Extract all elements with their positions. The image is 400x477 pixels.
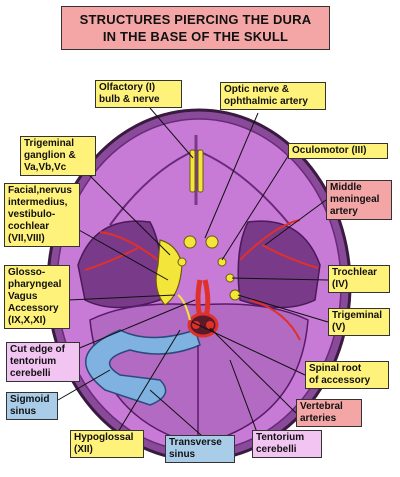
label-sigmoid-sinus: Sigmoid sinus bbox=[6, 392, 58, 420]
oculomotor-right bbox=[217, 257, 227, 267]
label-trochlear: Trochlear (IV) bbox=[328, 265, 390, 293]
label-cut-edge-tentorium: Cut edge of tentorium cerebelli bbox=[6, 342, 80, 382]
diagram-title: STRUCTURES PIERCING THE DURA IN THE BASE… bbox=[61, 6, 330, 50]
oculomotor-left bbox=[177, 257, 187, 267]
label-trigeminal-v: Trigeminal (V) bbox=[328, 308, 390, 336]
optic-nerve-left bbox=[183, 235, 197, 249]
label-olfactory: Olfactory (I) bulb & nerve bbox=[95, 80, 182, 108]
trigeminal-right bbox=[229, 289, 241, 301]
spinal-accessory-root bbox=[177, 294, 191, 321]
label-spinal-root-accessory: Spinal root of accessory bbox=[305, 361, 389, 389]
leader-lines bbox=[57, 107, 329, 444]
diagram-title-text: STRUCTURES PIERCING THE DURA IN THE BASE… bbox=[79, 12, 312, 44]
label-middle-meningeal-artery: Middle meningeal artery bbox=[326, 180, 392, 220]
trigeminal-ganglion-shape bbox=[155, 239, 183, 306]
middle-meningeal-artery-left bbox=[84, 231, 159, 271]
artery-posterior-right bbox=[249, 299, 301, 341]
middle-meningeal-artery-right bbox=[239, 219, 319, 269]
label-optic-nerve: Optic nerve & ophthalmic artery bbox=[220, 82, 326, 110]
label-hypoglossal: Hypoglossal (XII) bbox=[70, 430, 144, 458]
label-transverse-sinus: Transverse sinus bbox=[165, 435, 235, 463]
label-oculomotor: Oculomotor (III) bbox=[288, 143, 388, 159]
label-vertebral-arteries: Vertebral arteries bbox=[296, 399, 362, 427]
label-facial-vestibulocochlear: Facial,nervus intermedius, vestibulo- co… bbox=[4, 183, 80, 247]
label-glossopharyngeal-vagus-accessory: Glosso- pharyngeal Vagus Accessory (IX,X… bbox=[4, 265, 70, 329]
label-trigeminal-ganglion: Trigeminal ganglion & Va,Vb,Vc bbox=[20, 136, 96, 176]
label-tentorium-cerebelli: Tentorium cerebelli bbox=[252, 430, 322, 458]
olfactory-bulb-right bbox=[197, 149, 204, 193]
sigmoid-sinus-path bbox=[85, 329, 201, 406]
optic-nerve-right bbox=[205, 235, 219, 249]
olfactory-bulb-left bbox=[189, 149, 196, 193]
vertebral-artery-right bbox=[206, 321, 214, 329]
